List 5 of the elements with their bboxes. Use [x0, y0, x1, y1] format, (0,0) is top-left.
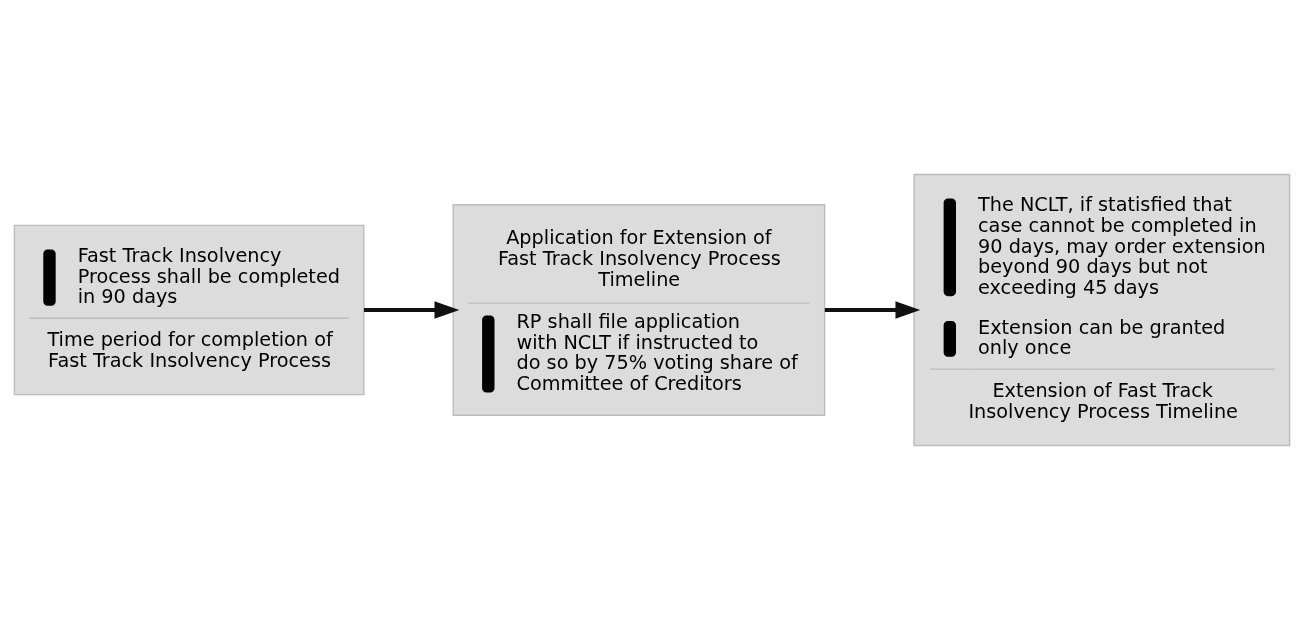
arrow	[824, 300, 921, 319]
node-box: Application for Extension of Fast Track Insolvency Process Timeline RP shall file application with NCLT if instructed to do so by 75% voting share of Committee of Creditors	[452, 203, 826, 416]
node-box: Fast Track Insolvency Process shall be completed in 90 days Time period for completion of Fast Track Insolvency Process	[13, 224, 365, 395]
arrow	[363, 300, 460, 319]
node-box: The NCLT, if statisfied that case cannot be completed in 90 days, may order extension beyond 90 days but not exceeding 45 days Extension can be granted only once Extension of Fast Track Insolvency Process Timeline	[913, 173, 1291, 446]
